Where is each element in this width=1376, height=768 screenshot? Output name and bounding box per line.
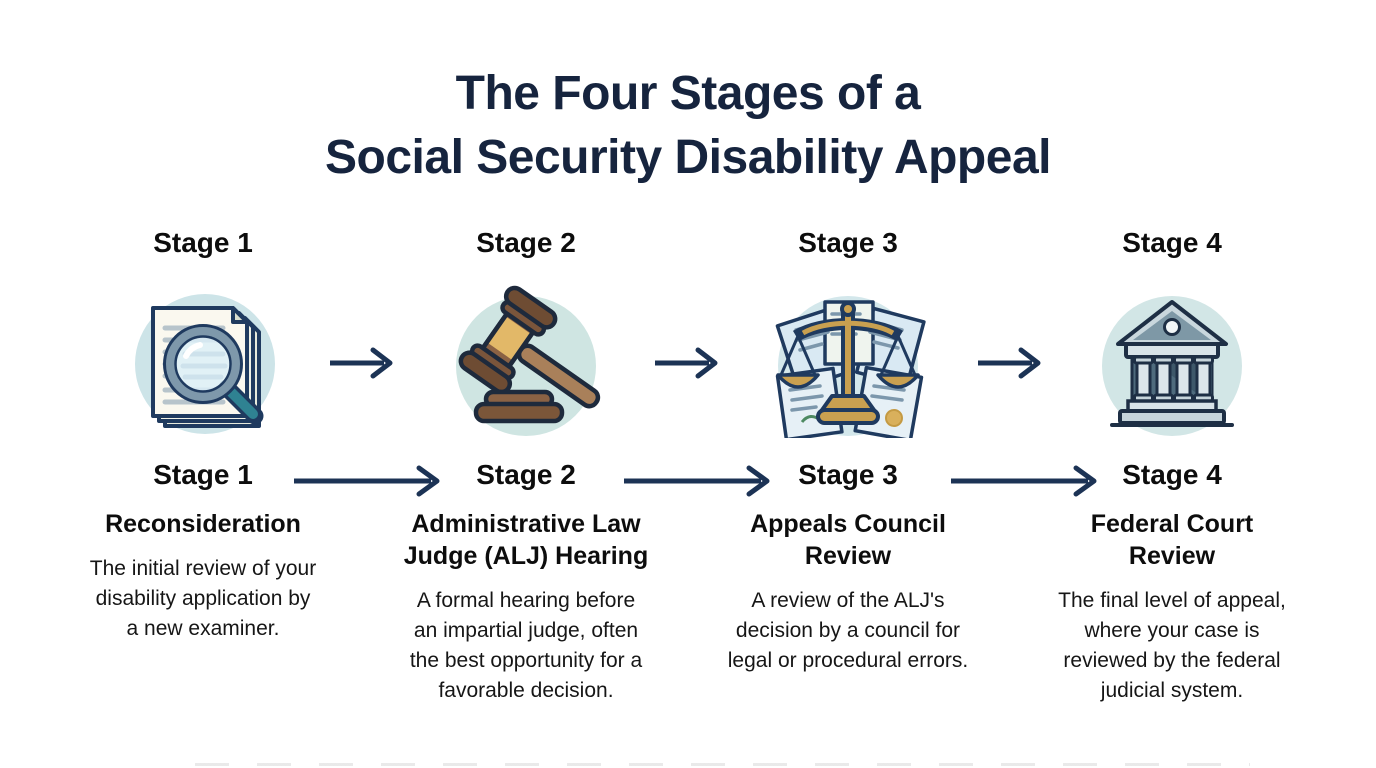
courthouse-icon (1092, 278, 1252, 438)
flow-arrow-icon (652, 346, 720, 380)
stage3-top-label: Stage 3 (798, 227, 898, 258)
flow-arrow-icon (621, 464, 773, 498)
stage4-label: Stage 4 (1122, 459, 1222, 490)
stage3-description: A review of the ALJ's decision by a coun… (727, 589, 969, 672)
scales-documents-icon (768, 278, 928, 443)
stage1-heading: Reconsideration (105, 510, 301, 538)
stage4-top-label: Stage 4 (1122, 227, 1222, 258)
stage3-column: Stage 3 Appeals Council Review A review … (693, 458, 1003, 676)
page-title: The Four Stages of a Social Security Dis… (0, 62, 1376, 190)
stage2-column: Stage 2 Administrative Law Judge (ALJ) H… (371, 458, 681, 706)
flow-arrow-icon (975, 346, 1043, 380)
stage4-description: The final level of appeal, where your ca… (1058, 589, 1286, 702)
flow-arrow-icon (948, 464, 1100, 498)
page-title-line2: Social Security Disability Appeal (325, 131, 1051, 184)
flow-arrow-icon (291, 464, 443, 498)
page-title-line1: The Four Stages of a (455, 67, 921, 120)
stage4-column: Stage 4 Federal Court Review The final l… (1017, 458, 1327, 706)
stage2-top-label: Stage 2 (476, 227, 576, 258)
gavel-icon (446, 278, 606, 438)
stage2-heading: Administrative Law Judge (ALJ) Hearing (403, 510, 649, 570)
stage1-description: The initial review of your disability ap… (89, 557, 317, 640)
stage4-heading: Federal Court Review (1090, 510, 1254, 570)
stage2-label: Stage 2 (476, 459, 576, 490)
stage1-top-label: Stage 1 (153, 227, 253, 258)
stage3-heading: Appeals Council Review (750, 510, 946, 570)
flow-arrow-icon (327, 346, 395, 380)
stage1-column: Stage 1 Reconsideration The initial revi… (48, 458, 358, 644)
stage2-description: A formal hearing before an impartial jud… (409, 589, 643, 702)
stage1-label: Stage 1 (153, 459, 253, 490)
documents-magnifier-icon (123, 278, 283, 438)
bottom-crop-artifact (195, 763, 1250, 766)
stage3-label: Stage 3 (798, 459, 898, 490)
